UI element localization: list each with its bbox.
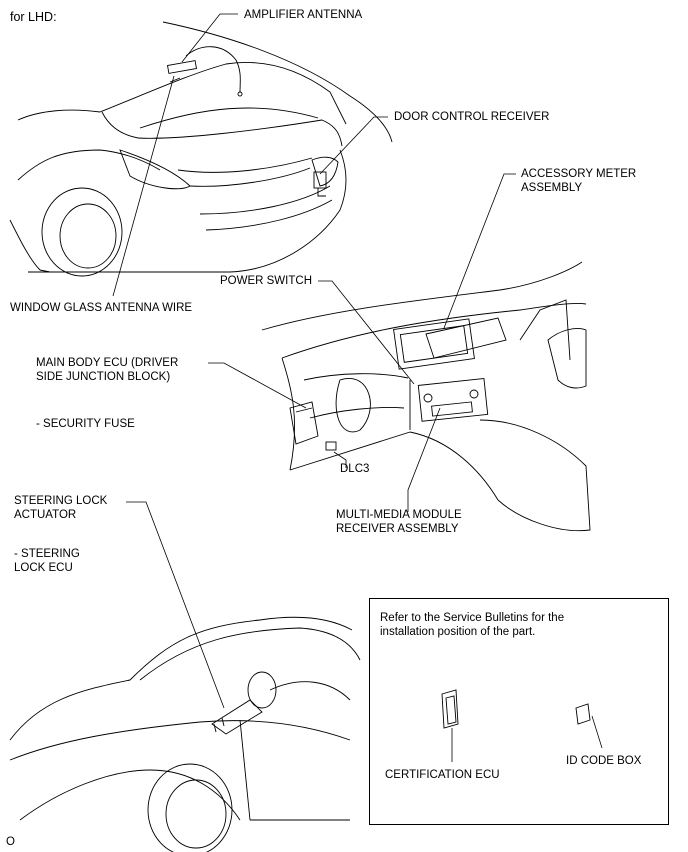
note-text-line1: Refer to the Service Bulletins for the — [380, 612, 565, 624]
label-power-switch: POWER SWITCH — [220, 275, 312, 287]
leader-lines-top — [112, 13, 388, 297]
label-accessory-meter-line1: ACCESSORY METER — [521, 168, 637, 180]
note-text-line2: installation position of the part. — [380, 626, 536, 638]
front-vehicle-illustration — [9, 616, 361, 852]
leader-lines-middle — [208, 173, 516, 512]
label-door-control-receiver: DOOR CONTROL RECEIVER — [394, 111, 550, 123]
label-accessory-meter-line2: ASSEMBLY — [521, 182, 583, 194]
rear-vehicle-illustration — [9, 21, 393, 277]
label-steering-lock-actuator-line2: ACTUATOR — [14, 509, 77, 521]
label-main-body-ecu-line2: SIDE JUNCTION BLOCK) — [36, 371, 171, 383]
label-certification-ecu: CERTIFICATION ECU — [385, 769, 500, 781]
label-multimedia-line2: RECEIVER ASSEMBLY — [336, 523, 459, 535]
label-steering-lock-ecu-line2: LOCK ECU — [14, 562, 73, 574]
label-id-code-box: ID CODE BOX — [566, 755, 642, 767]
dashboard-illustration — [261, 261, 591, 532]
label-amplifier-antenna: AMPLIFIER ANTENNA — [244, 9, 363, 21]
label-steering-lock-ecu-line1: - STEERING — [14, 548, 80, 560]
variant-title: for LHD: — [10, 10, 57, 24]
leader-lines-bottom — [126, 501, 225, 709]
service-bulletin-note-box — [369, 598, 669, 825]
label-security-fuse: - SECURITY FUSE — [36, 418, 135, 430]
label-dlc3: DLC3 — [340, 463, 370, 475]
label-multimedia-line1: MULTI-MEDIA MODULE — [336, 509, 462, 521]
figure-code: O — [6, 836, 15, 848]
label-main-body-ecu-line1: MAIN BODY ECU (DRIVER — [36, 357, 179, 369]
label-steering-lock-actuator-line1: STEERING LOCK — [14, 495, 108, 507]
note-box-parts — [441, 689, 603, 762]
label-window-glass-antenna-wire: WINDOW GLASS ANTENNA WIRE — [10, 302, 193, 314]
